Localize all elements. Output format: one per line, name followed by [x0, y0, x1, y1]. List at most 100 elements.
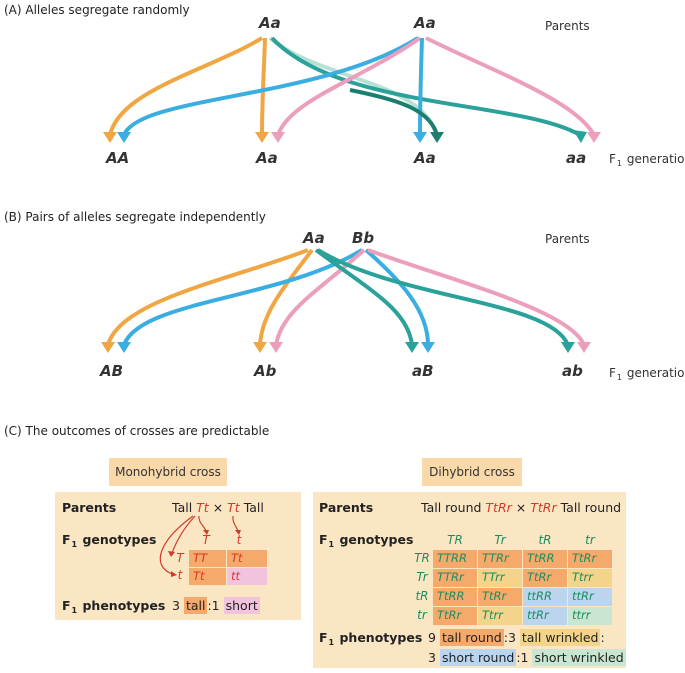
mono-parents-label: Parents [62, 500, 117, 515]
mono-parent-1: Tt [196, 500, 209, 515]
di-cell: Ttrr [478, 607, 522, 625]
arrow-a2-blue-to-AA [122, 36, 420, 136]
di-cell: TtRR [433, 588, 477, 606]
section-a-f1-label: F1 generation [609, 152, 685, 168]
mono-col-header-1: T [202, 533, 210, 547]
arrowhead-icon [587, 132, 601, 143]
mono-arrow-3 [171, 515, 196, 554]
arrowhead-icon [101, 342, 115, 353]
section-b-parent-1: Aa [303, 229, 325, 247]
arrowhead-icon [168, 551, 175, 557]
di-col-header: tr [585, 533, 595, 547]
arrow-b-orange-to-AB [106, 248, 309, 346]
arrow-b-teal-to-aB [314, 248, 414, 346]
di-row-header: tr [417, 608, 427, 622]
arrow-b-teal-to-ab [316, 248, 570, 346]
arrowhead-icon [430, 132, 444, 143]
arrow-a1-teal-to-aa [270, 36, 582, 137]
arrowhead-icon [269, 342, 283, 353]
di-row-header: Tr [416, 570, 428, 584]
di-cell: TTRR [433, 550, 477, 568]
section-b-offspring-1: AB [100, 362, 124, 380]
mono-phenotype-ratio: 3 tall:1 short [172, 597, 260, 614]
section-a-offspring-1: AA [106, 149, 130, 167]
di-parent-2: TtRr [530, 500, 557, 515]
dihybrid-title: Dihybrid cross [422, 458, 522, 486]
mono-parent-2: Tt [227, 500, 240, 515]
section-a-offspring-3: Aa [414, 149, 436, 167]
arrow-a1-orange-to-Aa [260, 37, 267, 136]
arrowhead-icon [103, 132, 117, 143]
di-cell: TtRr [568, 550, 612, 568]
mono-arrow-2 [232, 515, 239, 532]
section-a-offspring-4: aa [566, 149, 587, 167]
section-b-offspring-2: Ab [254, 362, 277, 380]
section-a-heading: (A) Alleles segregate randomly [4, 3, 190, 17]
di-row-header: TR [414, 551, 430, 565]
arrowhead-icon [561, 342, 575, 353]
mono-row-header-1: T [176, 551, 184, 565]
mono-arrow-1 [198, 515, 207, 532]
mono-arrow-4 [159, 515, 194, 575]
section-a-parents-label: Parents [545, 19, 590, 33]
di-cell: TTrr [478, 569, 522, 587]
arrow-a1-teal-to-Aa2-head [349, 88, 439, 136]
arrowhead-icon [117, 132, 131, 143]
mono-cell: Tt [227, 550, 267, 567]
arrow-b-orange-to-Ab [258, 248, 314, 346]
di-col-header: Tr [494, 533, 506, 547]
mono-col-header-2: t [236, 533, 242, 547]
section-b-heading: (B) Pairs of alleles segregate independe… [4, 210, 266, 224]
arrowhead-icon [405, 342, 419, 353]
arrow-b-pink-to-Ab [274, 248, 366, 346]
section-b-parents-label: Parents [545, 232, 590, 246]
di-phenotype-ratio-line2: 3 short round:1 short wrinkled [428, 649, 626, 666]
di-col-header: TR [447, 533, 463, 547]
di-cell: TTRr [478, 550, 522, 568]
di-cell: TtRr [478, 588, 522, 606]
mono-cell: tt [227, 568, 267, 585]
di-cell: Ttrr [568, 569, 612, 587]
arrow-a2-blue-to-Aa2 [418, 37, 424, 136]
di-parents-line: Tall round TtRr × TtRr Tall round [421, 500, 622, 515]
mono-cell: Tt [189, 568, 226, 585]
section-b-offspring-3: aB [412, 362, 434, 380]
di-col-header: tR [538, 533, 552, 547]
mono-parents-line: Tall Tt × Tt Tall [172, 500, 264, 515]
mono-row-header-2: t [177, 568, 183, 582]
arrow-b-blue-to-aB [364, 248, 430, 346]
di-cell: TtRr [433, 607, 477, 625]
arrowhead-icon [577, 342, 591, 353]
arrow-a2-pink-to-Aa [276, 36, 422, 136]
arrowhead-icon [413, 132, 427, 143]
section-b-offspring-4: ab [562, 362, 583, 380]
arrowhead-icon [235, 530, 241, 535]
di-cell: ttrr [568, 607, 612, 625]
arrowhead-icon [573, 130, 587, 143]
di-cell: ttRR [523, 588, 567, 606]
arrowhead-icon [255, 132, 269, 143]
di-cell: TtRR [523, 550, 567, 568]
arrowhead-icon [117, 342, 131, 353]
di-parents-label: Parents [319, 500, 374, 515]
section-a-parent-2: Aa [414, 14, 436, 32]
di-row-header: tR [415, 589, 429, 603]
di-cell: ttRr [523, 607, 567, 625]
di-cell: TtRr [523, 569, 567, 587]
monohybrid-title: Monohybrid cross [109, 458, 227, 486]
arrowhead-icon [203, 530, 209, 535]
arrowhead-icon [421, 342, 435, 353]
arrow-a1-orange-to-AA [108, 36, 264, 136]
mono-cell: TT [189, 550, 226, 567]
arrow-b-blue-to-AB [122, 248, 364, 346]
section-a-parent-1: Aa [259, 14, 281, 32]
section-a-offspring-2: Aa [256, 149, 278, 167]
arrowhead-icon [253, 342, 267, 353]
arrowhead-icon [271, 132, 285, 143]
di-cell: ttRr [568, 588, 612, 606]
